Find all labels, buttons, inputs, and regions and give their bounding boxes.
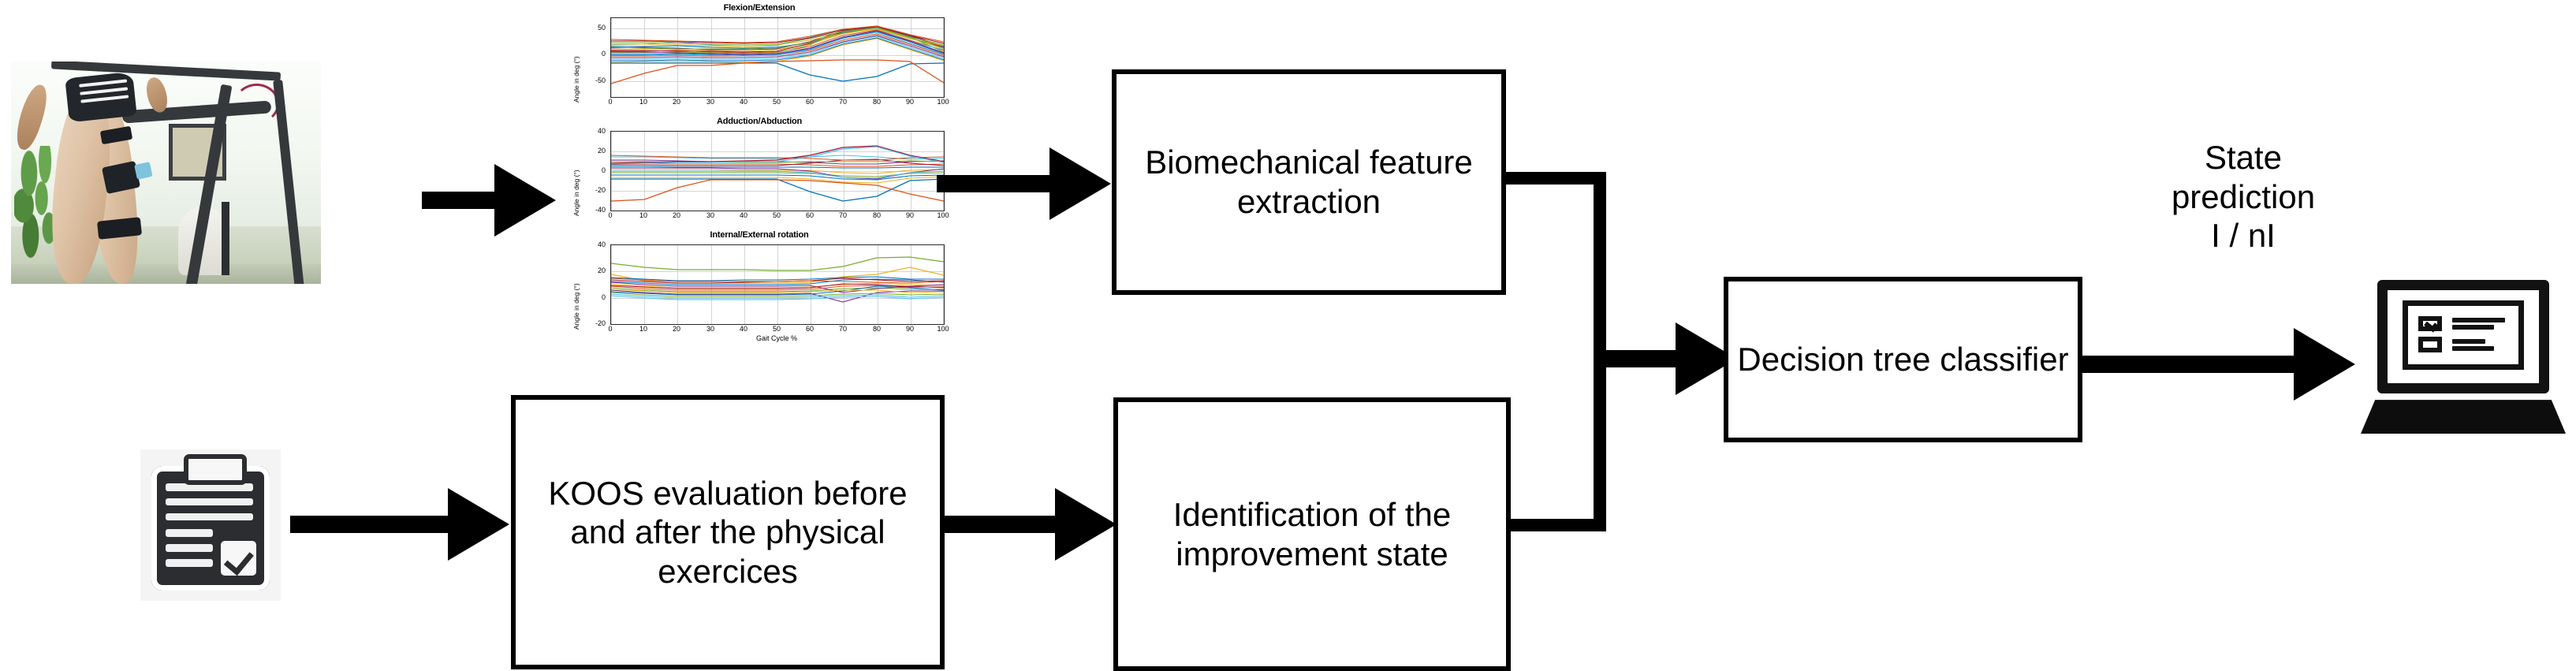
- identification-improvement-state-box[interactable]: Identification of the improvement state: [1113, 397, 1511, 671]
- xtick: 30: [706, 325, 715, 333]
- connector-biomech-out: [1502, 172, 1606, 185]
- ytick: 20: [597, 147, 606, 155]
- xtick: 90: [905, 325, 915, 333]
- koos-evaluation-box[interactable]: KOOS evaluation before and after the phy…: [511, 395, 945, 669]
- xtick: 0: [608, 325, 613, 333]
- chart-title: Internal/External rotation: [710, 230, 809, 240]
- checkbox-checked-icon: [2418, 315, 2443, 332]
- chart-internal-external-rotation: Internal/External rotation Angle in deg …: [566, 230, 952, 356]
- plot-area: [610, 17, 945, 98]
- plot-curves: [611, 256, 944, 303]
- photo-shorts: [65, 71, 137, 123]
- xtick: 40: [739, 98, 748, 106]
- ytick: 20: [597, 267, 606, 274]
- xtick: 70: [838, 325, 848, 333]
- xtick: 40: [739, 325, 748, 333]
- xtick: 60: [805, 98, 815, 106]
- biomechanical-feature-extraction-box[interactable]: Biomechanical feature extraction: [1112, 69, 1506, 295]
- chart-flexion-extension: Flexion/Extension Angle in deg (°): [566, 3, 952, 117]
- xtick: 100: [937, 325, 949, 333]
- ytick: -20: [595, 186, 606, 194]
- chart-title: Adduction/Abduction: [716, 117, 802, 126]
- xtick: 10: [639, 325, 648, 333]
- decision-tree-classifier-box[interactable]: Decision tree classifier: [1724, 277, 2082, 442]
- xtick: 80: [872, 98, 882, 106]
- laptop-screen: [2403, 300, 2524, 370]
- xtick: 10: [639, 211, 648, 219]
- xtick: 60: [805, 325, 815, 333]
- ytick: -50: [595, 76, 606, 84]
- xtick: 20: [672, 211, 681, 219]
- xtick: 20: [672, 325, 681, 333]
- connector-identification-out: [1507, 519, 1606, 531]
- xtick: 30: [706, 211, 715, 219]
- xtick: 80: [872, 211, 882, 219]
- box-label: Biomechanical feature extraction: [1145, 144, 1473, 220]
- plot-curves: [611, 25, 944, 84]
- xtick: 10: [639, 98, 648, 106]
- plot-curves: [611, 145, 944, 202]
- xtick: 90: [905, 98, 915, 106]
- checkbox-empty-icon: [2418, 336, 2443, 352]
- xtick: 100: [937, 98, 949, 106]
- xtick: 50: [772, 98, 781, 106]
- box-label: Decision tree classifier: [1737, 341, 2069, 378]
- laptop-lid: [2377, 280, 2550, 394]
- xtick: 90: [905, 211, 915, 219]
- xtick: 50: [772, 211, 781, 219]
- ytick: 0: [601, 166, 606, 174]
- chart-ylabel: Angle in deg (°): [572, 56, 580, 103]
- ytick: 40: [597, 127, 606, 135]
- clipboard-body: [151, 466, 270, 591]
- state-prediction-label: State prediction I / nI: [2171, 139, 2316, 255]
- ytick: 0: [601, 50, 606, 58]
- ytick: -20: [595, 319, 606, 327]
- plot-area: [610, 244, 945, 325]
- ytick: -40: [595, 206, 606, 214]
- ytick: 50: [597, 24, 606, 32]
- xtick: 20: [672, 98, 681, 106]
- plot-area: [610, 131, 945, 211]
- chart-xlabel: Gait Cycle %: [755, 334, 797, 342]
- clipboard-checklist-icon: [140, 449, 281, 601]
- photo-pole: [222, 201, 229, 275]
- clipboard-checkmark: [221, 540, 257, 576]
- box-label: KOOS evaluation before and after the phy…: [548, 474, 908, 590]
- laptop-base: [2361, 400, 2566, 434]
- xtick: 0: [608, 98, 613, 106]
- treadmill-gait-photo-main: [11, 62, 321, 284]
- box-label: Identification of the improvement state: [1172, 495, 1452, 572]
- xtick: 80: [872, 325, 882, 333]
- xtick: 40: [739, 211, 748, 219]
- clipboard-clip: [184, 453, 247, 485]
- ytick: 40: [597, 240, 606, 248]
- xtick: 70: [838, 98, 848, 106]
- xtick: 60: [805, 211, 815, 219]
- xtick: 0: [608, 211, 613, 219]
- xtick: 70: [838, 211, 848, 219]
- laptop-result-icon: [2361, 280, 2566, 434]
- chart-title: Flexion/Extension: [723, 3, 796, 13]
- xtick: 30: [706, 98, 715, 106]
- xtick: 50: [772, 325, 781, 333]
- ytick: 0: [601, 293, 606, 301]
- chart-adduction-abduction: Adduction/Abduction Angle in deg (°): [566, 117, 952, 231]
- xtick: 100: [937, 211, 949, 219]
